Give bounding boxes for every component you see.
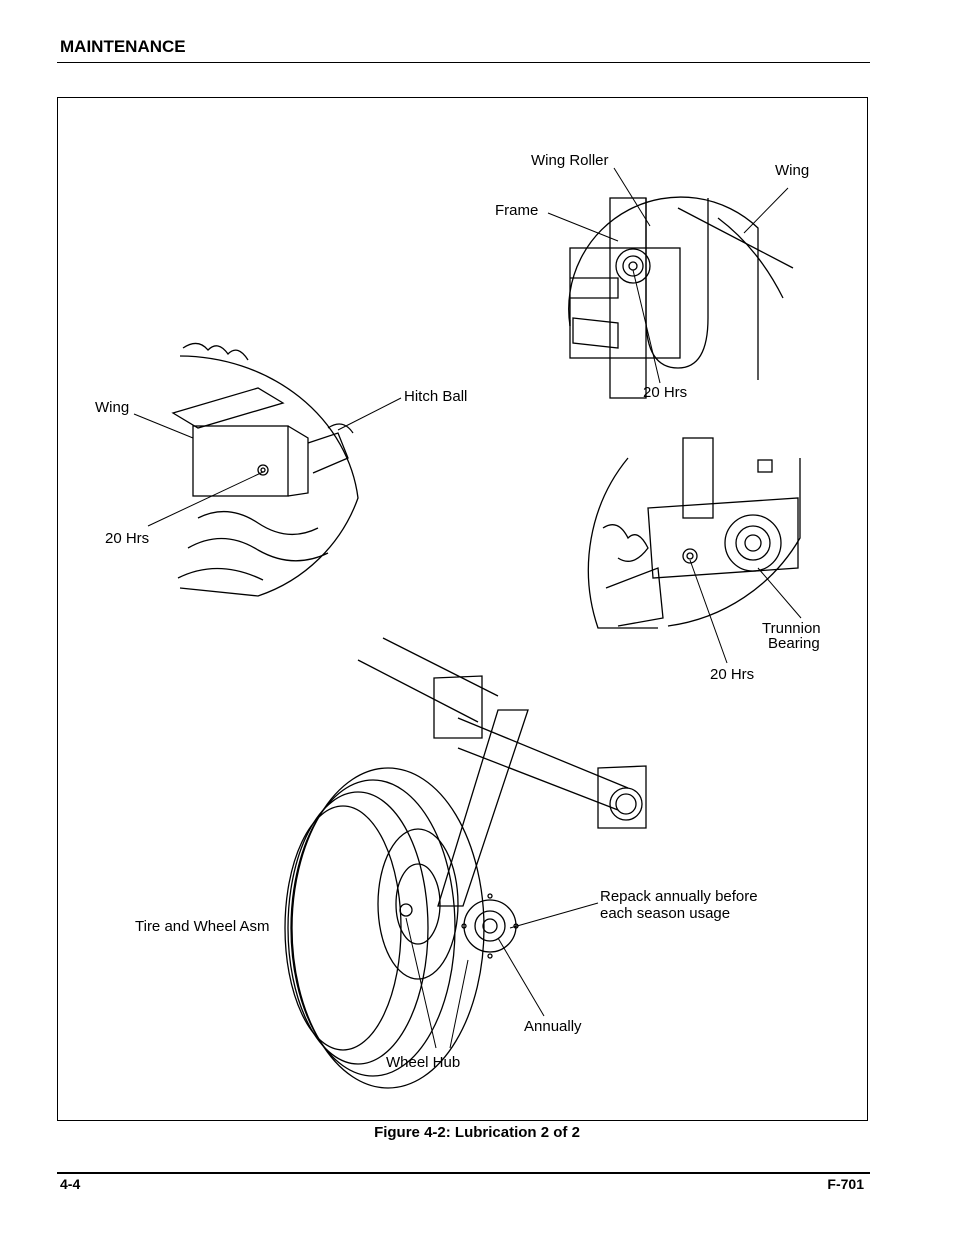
label-tire-wheel: Tire and Wheel Asm [135,918,270,935]
wheel-axle-assembly [284,637,647,1089]
footer-divider [57,1172,870,1174]
label-20hrs-top: 20 Hrs [643,384,688,401]
label-wing-top: Wing [775,162,810,179]
figure-frame: Wing Roller Wing Frame 20 Hrs Wing Hitch… [57,97,868,1121]
label-hitch-ball: Hitch Ball [404,388,468,405]
page-header-title: MAINTENANCE [60,37,186,56]
label-annually: Annually [524,1018,582,1035]
leader-lines [133,167,802,1049]
label-20hrs-right: 20 Hrs [710,666,755,683]
document-id: F-701 [827,1176,864,1192]
wing-roller-detail [568,196,794,399]
page-number: 4-4 [60,1176,81,1192]
header-divider [57,62,870,63]
lubrication-illustration [133,167,802,1089]
label-bearing: Bearing [768,635,820,652]
label-repack-line2: each season usage [600,905,731,922]
label-wheel-hub: Wheel Hub [386,1054,461,1071]
label-20hrs-left: 20 Hrs [105,530,150,547]
label-wing-left: Wing [95,399,130,416]
trunnion-bearing-detail [587,437,801,629]
label-repack-line1: Repack annually before [600,888,758,905]
figure-caption: Figure 4-2: Lubrication 2 of 2 [374,1124,580,1141]
label-wing-roller: Wing Roller [531,152,609,169]
label-frame: Frame [495,202,539,219]
hitch-ball-detail [171,342,359,597]
label-trunnion: Trunnion [762,620,821,637]
